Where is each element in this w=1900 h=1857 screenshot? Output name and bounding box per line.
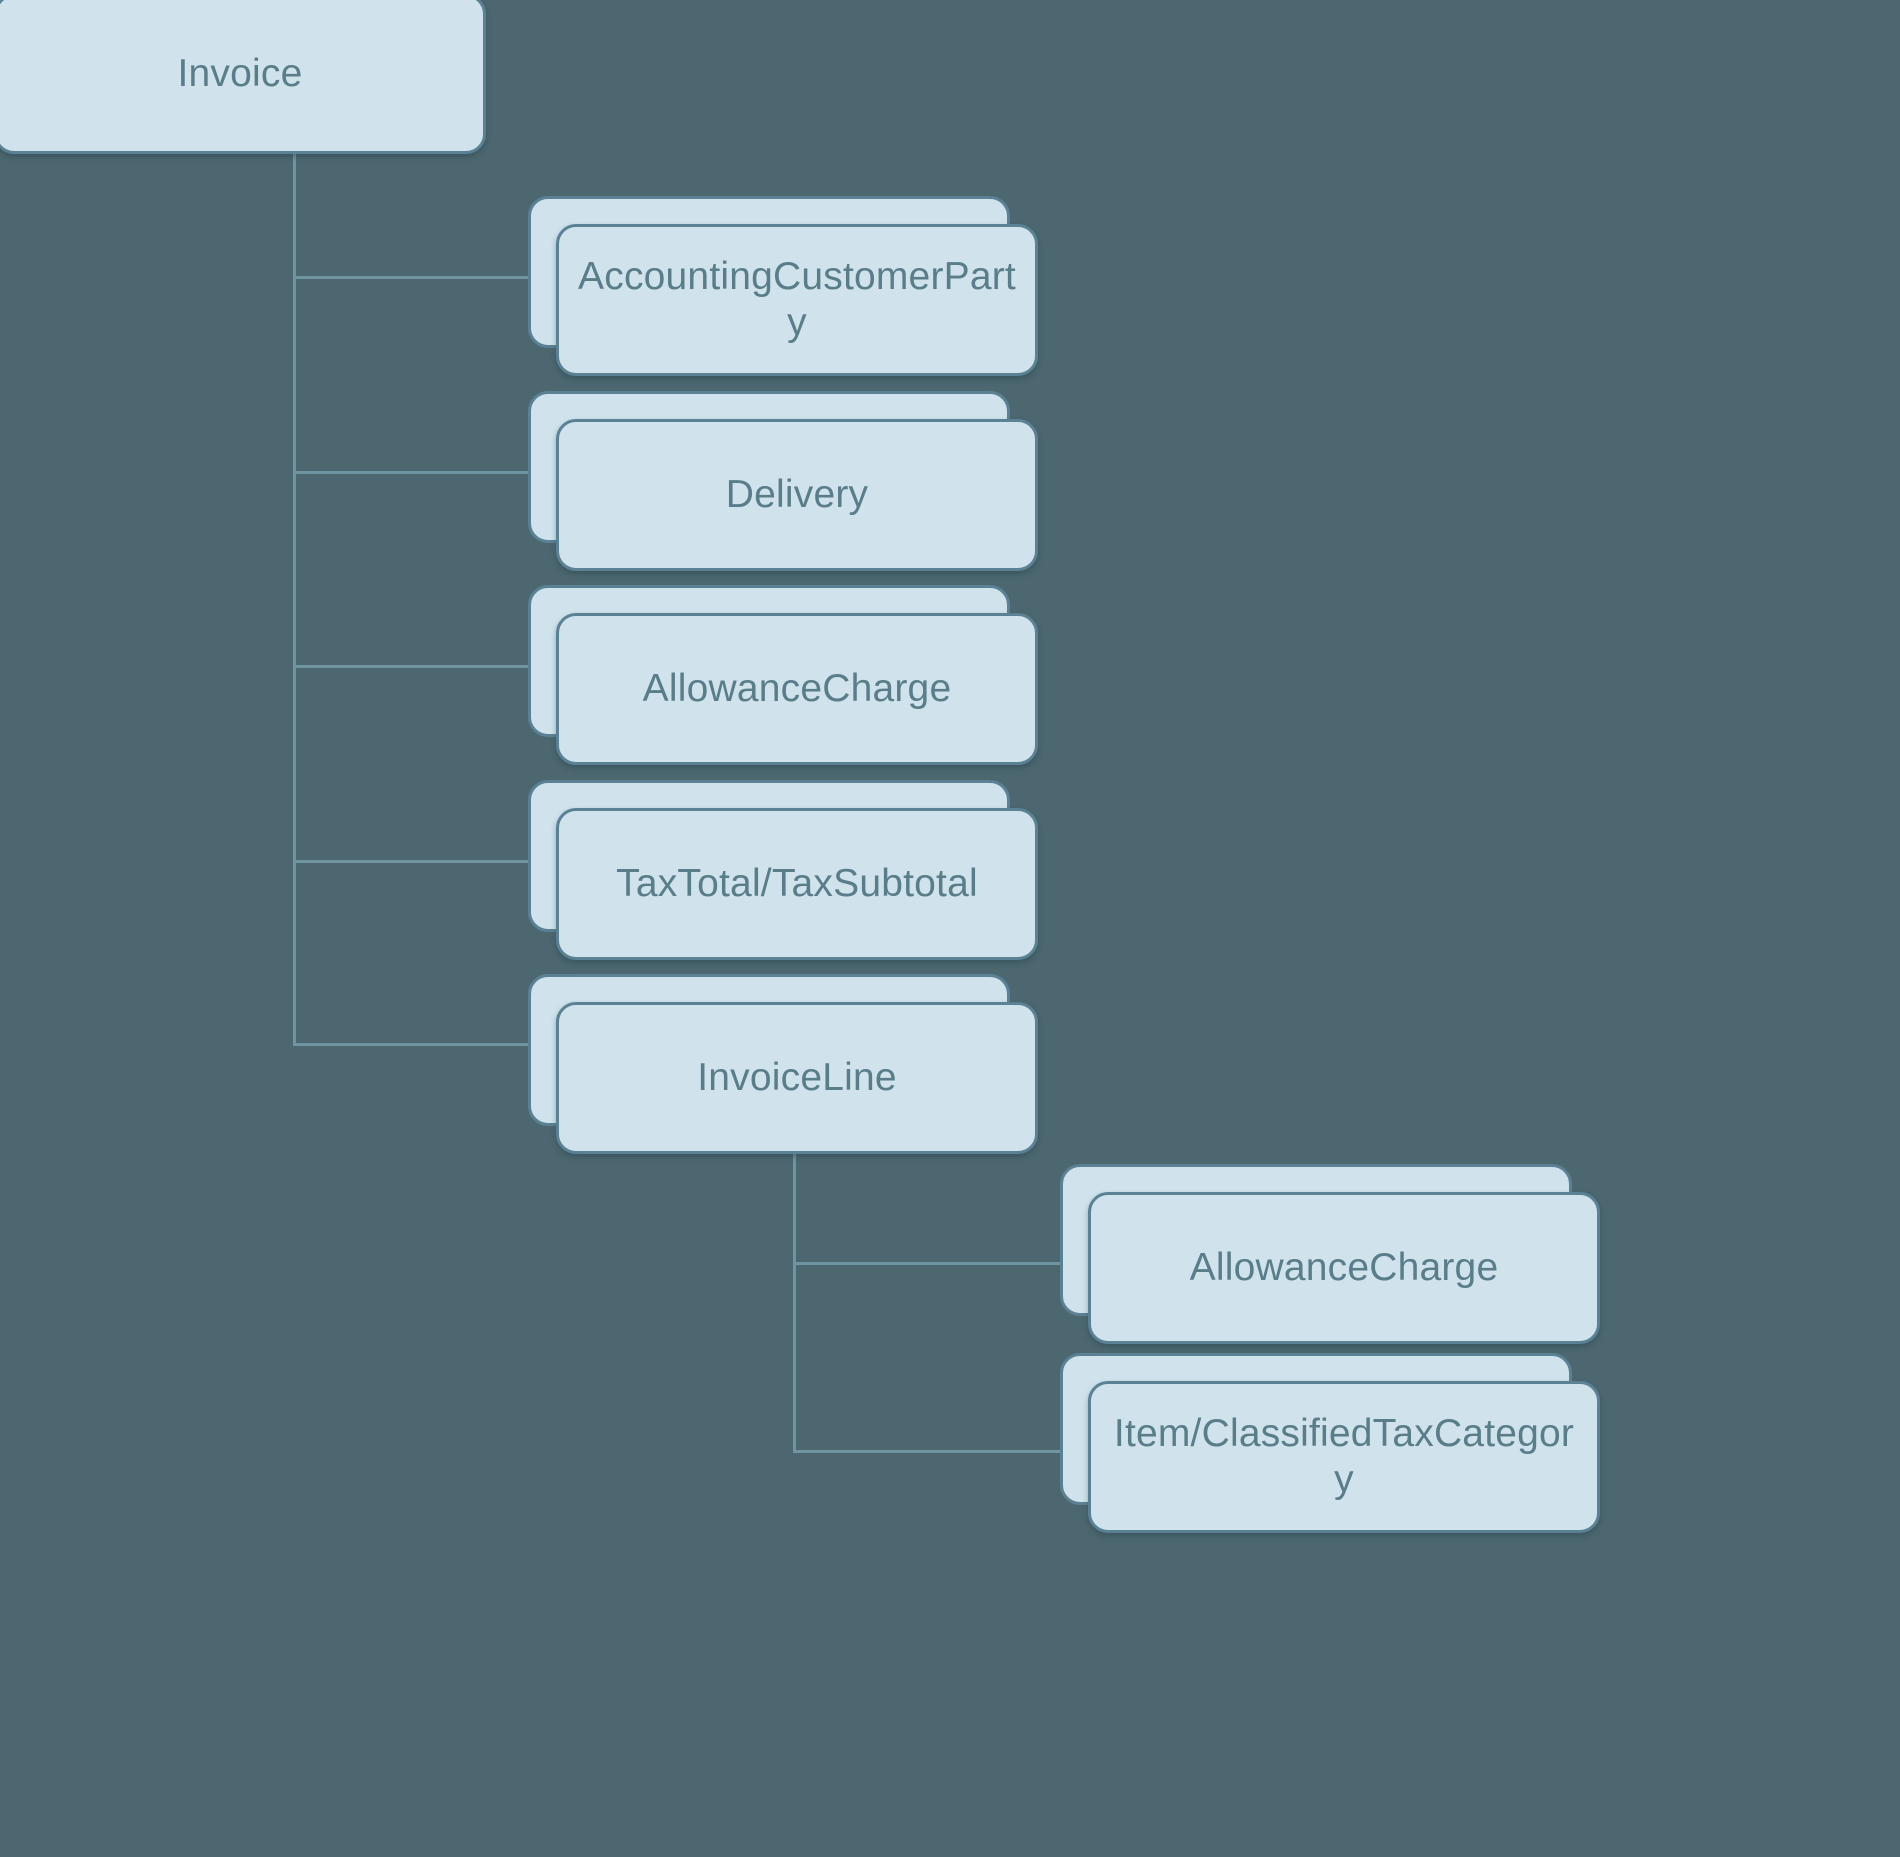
connector-invoiceline-branch-2	[793, 1450, 1078, 1453]
node-label: AllowanceCharge	[1189, 1245, 1499, 1289]
node-label: AllowanceCharge	[642, 666, 952, 710]
node-invoiceline-allowancecharge[interactable]: AllowanceCharge	[1060, 1164, 1600, 1344]
node-stack-front[interactable]: TaxTotal/TaxSubtotal	[556, 808, 1038, 960]
node-invoice-label: Invoice	[177, 51, 303, 95]
node-invoiceline[interactable]: InvoiceLine	[528, 974, 1038, 1154]
connector-root-branch-2	[293, 471, 533, 474]
node-stack-front[interactable]: AllowanceCharge	[556, 613, 1038, 765]
node-stack-front[interactable]: InvoiceLine	[556, 1002, 1038, 1154]
node-label: AccountingCustomerParty	[578, 254, 1016, 344]
node-stack-front[interactable]: Item/ClassifiedTaxCategory	[1088, 1381, 1600, 1533]
connector-invoiceline-trunk	[793, 1140, 796, 1453]
node-item-classifiedtaxcategory[interactable]: Item/ClassifiedTaxCategory	[1060, 1353, 1600, 1533]
node-label: Item/ClassifiedTaxCategory	[1113, 1411, 1575, 1501]
connector-root-branch-5	[293, 1043, 533, 1046]
connector-root-trunk	[293, 152, 296, 1046]
node-allowancecharge[interactable]: AllowanceCharge	[528, 585, 1038, 765]
connector-root-branch-1	[293, 276, 533, 279]
node-stack-front[interactable]: AllowanceCharge	[1088, 1192, 1600, 1344]
node-label: Delivery	[725, 472, 869, 516]
node-label: TaxTotal/TaxSubtotal	[616, 861, 978, 905]
connector-invoiceline-branch-1	[793, 1262, 1078, 1265]
node-label: InvoiceLine	[697, 1055, 897, 1099]
node-delivery[interactable]: Delivery	[528, 391, 1038, 571]
connector-root-branch-4	[293, 860, 533, 863]
connector-root-branch-3	[293, 665, 533, 668]
node-stack-front[interactable]: Delivery	[556, 419, 1038, 571]
node-accountingcustomerparty[interactable]: AccountingCustomerParty	[528, 196, 1038, 376]
node-taxtotal-taxsubtotal[interactable]: TaxTotal/TaxSubtotal	[528, 780, 1038, 960]
node-stack-front[interactable]: AccountingCustomerParty	[556, 224, 1038, 376]
node-invoice[interactable]: Invoice	[0, 0, 486, 154]
